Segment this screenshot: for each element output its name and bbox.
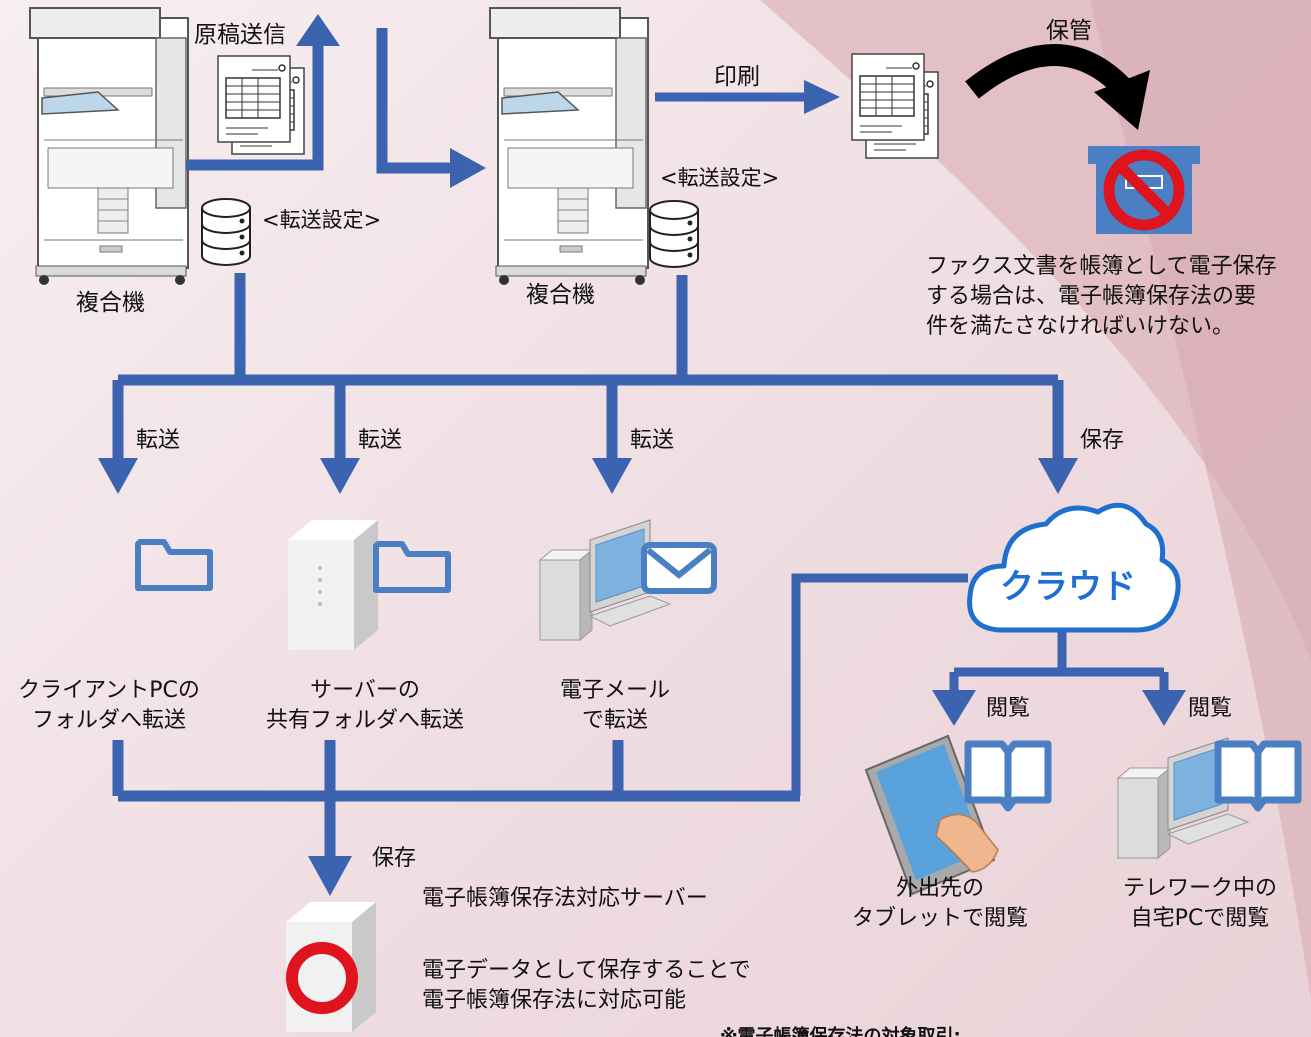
compliant-ok-icon — [286, 942, 358, 1014]
storage-warning-line-2: する場合は、電子帳簿保存法の要 — [926, 284, 1257, 309]
client-pc-caption-line-1: クライアントPCの — [18, 678, 200, 703]
server-tower-details — [318, 566, 322, 606]
shared-folder-icon — [376, 544, 448, 590]
server-caption: サーバーの 共有フォルダへ転送 — [240, 676, 490, 736]
compliant-description-line-2: 電子帳簿保存法に対応可能 — [422, 988, 687, 1013]
transfer-label-server: 転送 — [358, 428, 403, 453]
mfp-right-icon — [489, 7, 649, 286]
compliant-server-label: 電子帳簿保存法対応サーバー — [422, 886, 708, 911]
left-mfp-label: 複合機 — [76, 290, 145, 316]
transfer-label-email: 転送 — [630, 428, 675, 453]
tablet-book-icon — [968, 744, 1048, 808]
compliant-description: 電子データとして保存することで 電子帳簿保存法に対応可能 — [422, 956, 751, 1016]
tablet-caption-line-2: タブレットで閲覧 — [851, 906, 1028, 931]
client-folder-icon — [138, 542, 210, 588]
footnote: ※電子帳簿保存法の対象取引: — [720, 1026, 961, 1037]
send-flow-arrow — [186, 14, 340, 171]
distribution-lines — [112, 273, 1064, 458]
send-label: 原稿送信 — [194, 22, 286, 48]
envelope-icon — [641, 542, 717, 594]
view-lines — [949, 632, 1169, 692]
save-label-cloud: 保存 — [1080, 428, 1125, 453]
email-caption-line-1: 電子メール — [559, 678, 670, 703]
sent-document-icon — [217, 55, 305, 155]
client-pc-caption: クライアントPCの フォルダへ転送 — [0, 676, 218, 736]
email-caption-line-2: で転送 — [581, 708, 648, 733]
storage-warning-line-3: 件を満たさなければいけない。 — [926, 314, 1235, 339]
email-caption: 電子メール で転送 — [530, 676, 700, 736]
server-caption-line-1: サーバーの — [310, 678, 420, 703]
right-mfp-label: 複合機 — [526, 282, 595, 308]
storage-warning: ファクス文書を帳簿として電子保存 する場合は、電子帳簿保存法の要 件を満たさなけ… — [926, 252, 1277, 342]
cloud-label: クラウド — [1000, 567, 1136, 607]
tablet-icon — [864, 734, 999, 896]
collection-lines — [112, 740, 800, 860]
view-arrowheads — [932, 690, 1186, 726]
database-right-icon — [649, 200, 699, 268]
compliant-description-line-1: 電子データとして保存することで — [422, 958, 751, 983]
server-caption-line-2: 共有フォルダへ転送 — [265, 708, 464, 733]
view-label-home-pc: 閲覧 — [1188, 696, 1233, 721]
prohibited-archive-icon — [1088, 146, 1200, 234]
home-pc-caption: テレワーク中の 自宅PCで閲覧 — [1100, 874, 1300, 934]
storage-title: 保管 — [1046, 18, 1092, 44]
right-settings-label: <転送設定> — [660, 166, 780, 190]
receive-flow-arrow — [376, 28, 486, 188]
save-arrowhead — [308, 856, 352, 896]
tablet-caption: 外出先の タブレットで閲覧 — [840, 874, 1040, 934]
server-tower-icon — [288, 520, 378, 650]
print-arrow — [655, 80, 840, 114]
client-pc-caption-line-2: フォルダへ転送 — [31, 708, 186, 733]
home-pc-book-icon — [1218, 744, 1298, 808]
mfp-left-icon — [29, 7, 189, 286]
cloud-connector-line — [791, 573, 968, 796]
left-settings-label: <転送設定> — [262, 208, 382, 232]
transfer-label-client: 転送 — [136, 428, 181, 453]
archive-curved-arrow — [965, 44, 1150, 130]
distribution-arrowheads — [98, 458, 1078, 494]
home-pc-caption-line-2: 自宅PCで閲覧 — [1130, 906, 1270, 931]
storage-warning-line-1: ファクス文書を帳簿として電子保存 — [926, 254, 1277, 279]
database-left-icon — [201, 198, 251, 266]
tablet-caption-line-1: 外出先の — [895, 876, 984, 901]
save-label-compliant: 保存 — [372, 846, 417, 871]
home-pc-caption-line-1: テレワーク中の — [1122, 876, 1277, 901]
cloud-icon: クラウド — [967, 502, 1181, 633]
view-label-tablet: 閲覧 — [986, 696, 1031, 721]
print-label: 印刷 — [714, 64, 760, 90]
